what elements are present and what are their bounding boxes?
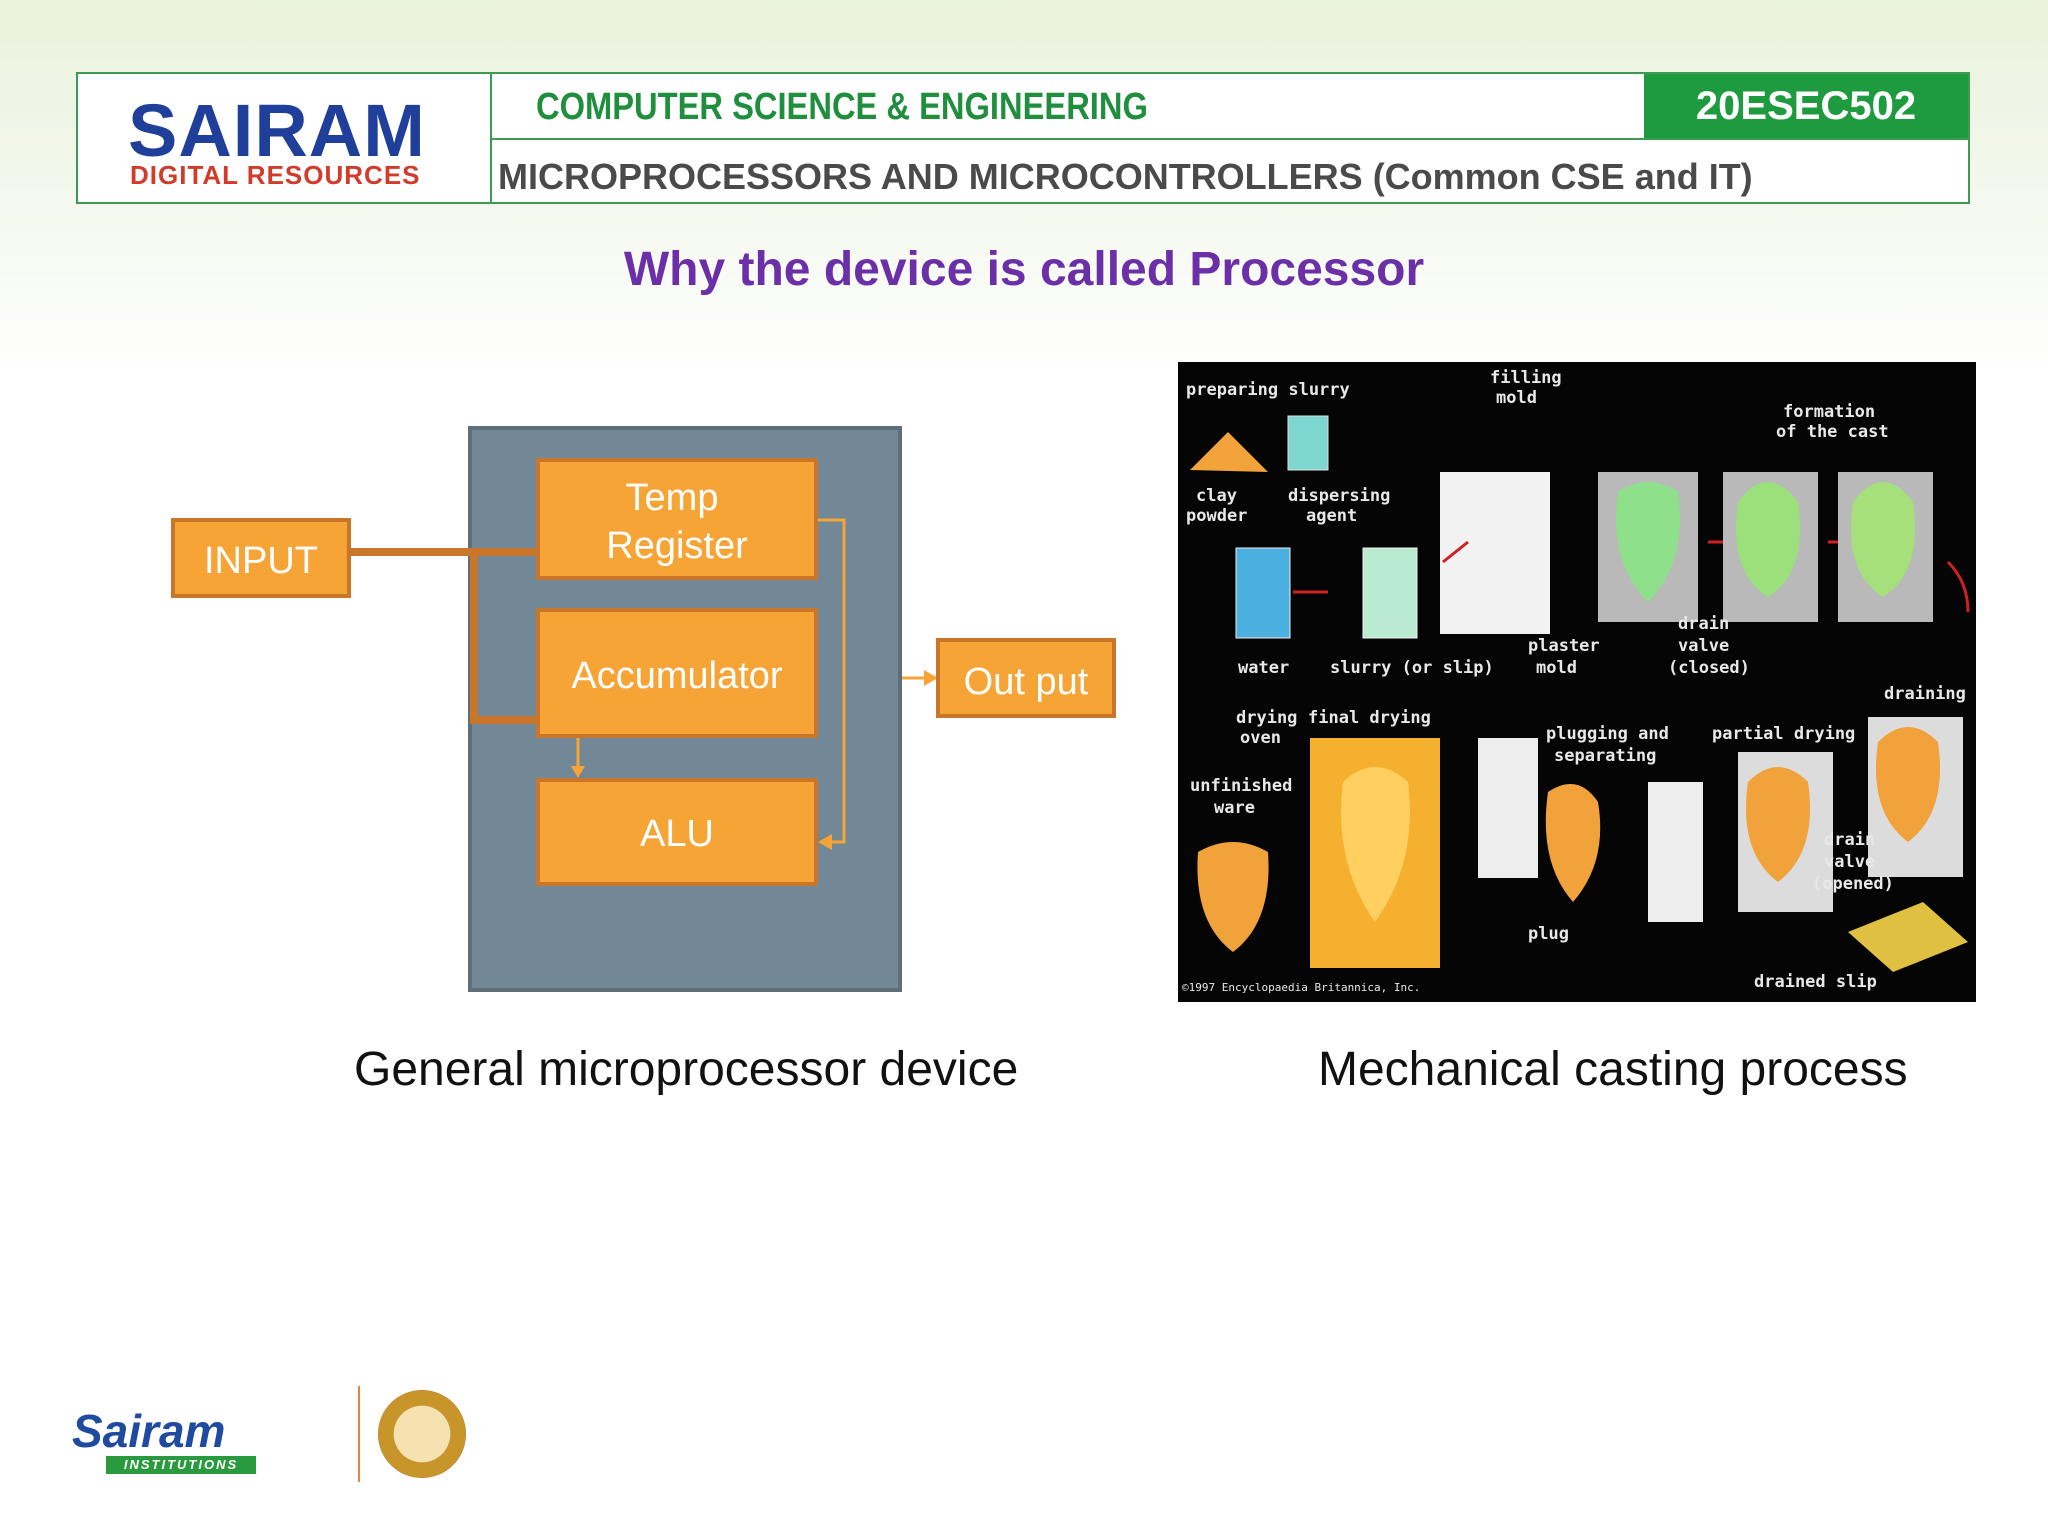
label-drain-opened-2: valve bbox=[1824, 852, 1876, 872]
drained-slip-tray bbox=[1848, 902, 1968, 972]
mold-half-left bbox=[1478, 738, 1538, 878]
accumulator-label: Accumulator bbox=[571, 655, 783, 697]
label-drained-slip: drained slip bbox=[1754, 972, 1877, 992]
input-block bbox=[171, 518, 351, 598]
casting-caption: Mechanical casting process bbox=[1318, 1043, 1908, 1096]
label-agent-1: dispersing bbox=[1288, 486, 1391, 506]
course-code-badge: 20ESEC502 bbox=[1644, 74, 1968, 138]
oven-ware bbox=[1341, 767, 1410, 922]
label-drain-closed-2: valve bbox=[1678, 636, 1730, 656]
temp-register-label-line2: Register bbox=[606, 525, 748, 567]
label-preparing-slurry: preparing slurry bbox=[1186, 380, 1350, 400]
accumulator-block bbox=[536, 608, 818, 738]
logo-sub-text: DIGITAL RESOURCES bbox=[130, 160, 421, 190]
label-drying-oven-1: drying bbox=[1236, 708, 1298, 728]
footer-divider bbox=[358, 1386, 360, 1482]
footer-logo-tag: INSTITUTIONS bbox=[106, 1456, 256, 1474]
alu-block bbox=[536, 778, 818, 886]
input-to-accumulator-connector bbox=[470, 552, 538, 724]
acc-to-alu-arrowhead bbox=[571, 766, 585, 778]
label-filling-2: mold bbox=[1496, 388, 1537, 408]
label-water: water bbox=[1238, 658, 1290, 678]
slurry-beaker bbox=[1362, 547, 1418, 639]
temp-to-alu-arrowhead bbox=[818, 834, 832, 850]
label-draining: draining bbox=[1884, 684, 1966, 704]
label-drain-opened-1: drain bbox=[1824, 830, 1876, 850]
casting-process-image: preparing slurry filling mold formation … bbox=[1178, 362, 1976, 1002]
agent-beaker bbox=[1287, 415, 1329, 471]
label-unfinished-2: ware bbox=[1214, 798, 1255, 818]
label-final-drying: final drying bbox=[1308, 708, 1431, 728]
separated-cast bbox=[1545, 784, 1601, 902]
department-title: COMPUTER SCIENCE & ENGINEERING bbox=[536, 86, 1148, 128]
course-title: MICROPROCESSORS AND MICROCONTROLLERS (Co… bbox=[498, 156, 1753, 197]
temp-register-label-line1: Temp bbox=[626, 477, 719, 519]
label-plug: plug bbox=[1528, 924, 1569, 944]
sairam-institutions-logo: Sairam INSTITUTIONS bbox=[72, 1404, 256, 1474]
header-divider bbox=[490, 138, 1968, 140]
label-drain-opened-3: (opened) bbox=[1812, 874, 1894, 894]
label-agent-2: agent bbox=[1306, 506, 1358, 526]
mold-half-right bbox=[1648, 782, 1703, 922]
cast-formed bbox=[1851, 482, 1915, 597]
label-plaster-2: mold bbox=[1536, 658, 1577, 678]
cast-forming bbox=[1736, 482, 1800, 597]
label-clay-1: clay bbox=[1196, 486, 1237, 506]
plaster-mold-block bbox=[1440, 472, 1550, 634]
label-clay-2: powder bbox=[1186, 506, 1248, 526]
output-arrowhead bbox=[924, 670, 938, 686]
water-beaker bbox=[1235, 547, 1291, 639]
slurry-in-mold bbox=[1616, 482, 1680, 602]
label-drain-closed-1: drain bbox=[1678, 614, 1730, 634]
label-filling-1: filling bbox=[1490, 368, 1562, 388]
label-partial-drying: partial drying bbox=[1712, 724, 1856, 744]
output-label: Out put bbox=[964, 661, 1089, 703]
label-formation-1: formation bbox=[1783, 402, 1876, 422]
label-plugging-1: plugging and bbox=[1546, 724, 1669, 744]
unfinished-ware bbox=[1197, 842, 1269, 952]
label-copyright: ©1997 Encyclopaedia Britannica, Inc. bbox=[1182, 981, 1421, 994]
casting-artwork bbox=[1190, 415, 1970, 972]
input-label: INPUT bbox=[204, 540, 318, 582]
process-arrows bbox=[1293, 540, 1970, 613]
label-unfinished-1: unfinished bbox=[1190, 776, 1293, 796]
microprocessor-caption: General microprocessor device bbox=[354, 1043, 1019, 1096]
label-formation-2: of the cast bbox=[1776, 422, 1889, 442]
label-drain-closed-3: (closed) bbox=[1668, 658, 1750, 678]
logo-main-text: SAIRAM bbox=[128, 89, 426, 172]
sairam-digital-logo: SAIRAM DIGITAL RESOURCES bbox=[78, 74, 492, 202]
clay-powder-pile bbox=[1190, 432, 1268, 472]
partial-drying-cast bbox=[1746, 767, 1810, 882]
slide-title: Why the device is called Processor bbox=[623, 243, 1425, 296]
temp-register-block bbox=[536, 458, 818, 580]
temp-to-alu-line bbox=[816, 518, 846, 844]
label-plugging-2: separating bbox=[1554, 746, 1657, 766]
alu-label: ALU bbox=[640, 813, 714, 855]
founder-seal-icon bbox=[378, 1390, 466, 1478]
label-drying-oven-2: oven bbox=[1240, 728, 1281, 748]
slide-header: SAIRAM DIGITAL RESOURCES COMPUTER SCIENC… bbox=[76, 72, 1970, 204]
output-block bbox=[936, 638, 1116, 718]
footer-logo-word: Sairam bbox=[72, 1405, 226, 1457]
label-plaster-1: plaster bbox=[1528, 636, 1600, 656]
draining-cast bbox=[1876, 727, 1940, 842]
label-slurry: slurry (or slip) bbox=[1330, 658, 1494, 678]
